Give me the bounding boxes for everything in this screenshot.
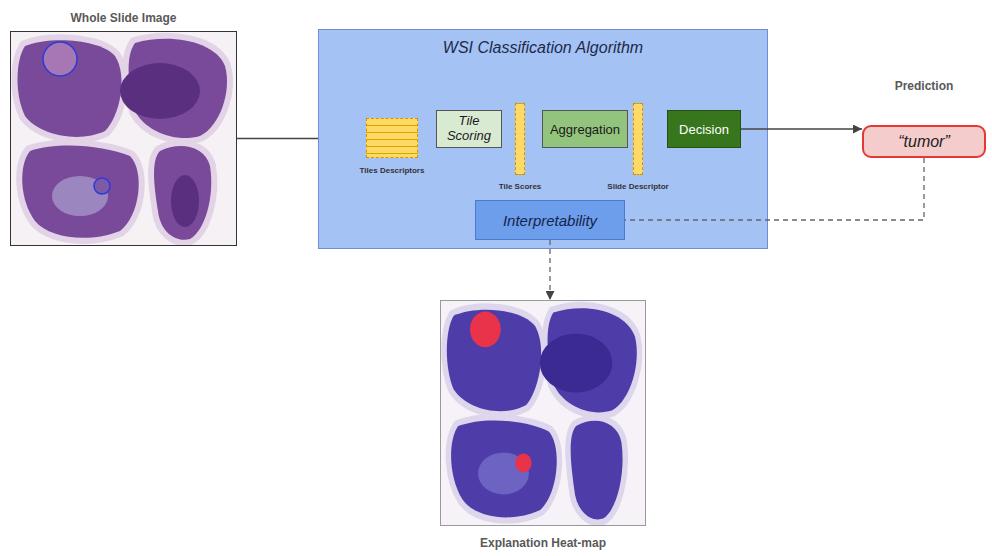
node-heading: Whole Slide Image xyxy=(70,11,176,25)
descriptor-grid: Tiles Descriptors xyxy=(366,118,418,158)
panel-title: WSI Classification Algorithm xyxy=(443,39,643,57)
slide-vector: Slide Descriptor xyxy=(633,103,643,175)
score-vector: Tile Scores xyxy=(515,103,525,175)
feedback-line xyxy=(625,158,924,220)
input-line xyxy=(237,138,318,139)
node-heading: Slide Descriptor xyxy=(607,182,668,191)
node-heading: Explanation Heat-map xyxy=(480,536,606,550)
tissue xyxy=(447,308,637,519)
tissue-halo xyxy=(18,39,228,240)
tumor-outline xyxy=(43,42,77,76)
slide-picture xyxy=(10,31,237,246)
heat-spot xyxy=(515,453,531,472)
slide-ground xyxy=(10,31,237,246)
process-box: Decision xyxy=(667,110,741,148)
node-label: Decision xyxy=(673,122,735,137)
output-arrow xyxy=(741,128,862,129)
dense-tissue xyxy=(171,175,199,227)
node-heading: Tiles Descriptors xyxy=(360,166,425,175)
heatmap-picture xyxy=(440,300,646,526)
node-label: Aggregation xyxy=(548,122,622,137)
heatmap-ground xyxy=(440,300,646,526)
prediction-box: “tumor”Prediction xyxy=(862,125,986,158)
tissue-halo xyxy=(447,308,637,519)
process-box: Aggregation xyxy=(542,110,628,148)
heat-spot xyxy=(470,312,501,348)
process-box: Interpretability xyxy=(475,200,625,240)
tissue xyxy=(18,39,228,240)
dense-tissue xyxy=(540,334,613,393)
node-heading: Prediction xyxy=(895,79,954,93)
dense-tissue xyxy=(120,63,200,119)
node-heading: Tile Scores xyxy=(499,182,542,191)
node-label: Tile Scoring xyxy=(442,114,496,144)
process-box: Tile Scoring xyxy=(436,110,502,148)
node-label: “tumor” xyxy=(869,133,979,151)
explain-arrow xyxy=(549,240,550,300)
slide-image: Whole Slide Image xyxy=(10,31,237,246)
algorithm-panel: WSI Classification AlgorithmTiles Descri… xyxy=(318,29,768,249)
node-label: Interpretability xyxy=(481,212,619,229)
tumor-outline xyxy=(94,178,110,194)
heatmap-image: Explanation Heat-map xyxy=(440,300,646,526)
